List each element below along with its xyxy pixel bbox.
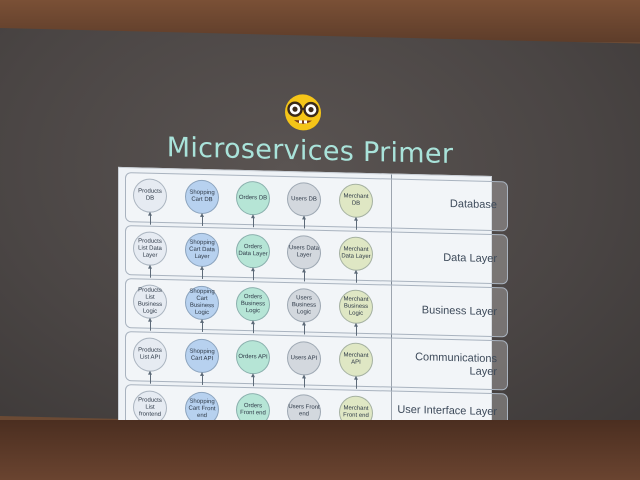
node-shopping-cart-db: Shopping Cart DB <box>185 179 219 215</box>
arrow-up <box>150 214 151 225</box>
node-merchant-api: Merchant API <box>339 342 373 378</box>
node-orders-db: Orders DB <box>236 180 270 216</box>
layer-label-database: Database <box>449 197 497 212</box>
architecture-diagram: Database Data Layer Business Layer Commu… <box>118 166 508 451</box>
slide-title: Microservices Primer <box>166 132 454 171</box>
arrow-up <box>304 271 305 282</box>
arrow-up <box>202 215 203 226</box>
arrow-up <box>356 219 357 230</box>
arrow-up <box>356 378 357 389</box>
node-merchant-business-logic: Merchant Business Logic <box>339 289 373 325</box>
layer-label-user-interface: User Interface Layer <box>397 403 497 419</box>
node-users-data-layer: Users Data Layer <box>287 235 321 270</box>
node-products-data-layer: Products List Data Layer <box>133 231 167 267</box>
arrow-up <box>304 324 305 335</box>
arrow-up <box>253 376 254 387</box>
node-orders-business-logic: Orders Business Logic <box>236 286 270 322</box>
layer-label-communications: Communications Layer <box>415 351 497 379</box>
node-orders-api: Orders API <box>236 339 270 375</box>
arrow-up <box>202 268 203 279</box>
wall-bottom <box>0 420 640 480</box>
node-orders-data-layer: Orders Data Layer <box>236 233 270 269</box>
nerd-face-icon <box>285 94 321 131</box>
node-users-api: Users API <box>287 341 321 376</box>
node-shopping-cart-business-logic: Shopping Cart Business Logic <box>185 285 219 321</box>
node-merchant-data-layer: Merchant Data Layer <box>339 236 373 272</box>
arrow-up <box>304 218 305 229</box>
arrow-up <box>304 377 305 388</box>
node-shopping-cart-data-layer: Shopping Cart Data Layer <box>185 232 219 268</box>
arrow-up <box>202 374 203 385</box>
arrow-up <box>253 323 254 334</box>
arrow-up <box>253 217 254 228</box>
arrow-up <box>253 270 254 281</box>
arrow-up <box>150 320 151 331</box>
node-products-db: Products DB <box>133 178 167 214</box>
arrow-up <box>150 373 151 384</box>
node-users-business-logic: Users Business Logic <box>287 288 321 323</box>
node-products-business-logic: Products List Business Logic <box>133 284 167 320</box>
arrow-up <box>356 272 357 283</box>
layer-label-business: Business Layer <box>421 304 497 319</box>
arrow-up <box>150 267 151 278</box>
node-products-api: Products List API <box>133 337 167 373</box>
layer-label-data: Data Layer <box>443 251 497 266</box>
arrow-up <box>356 325 357 336</box>
node-users-db: Users DB <box>287 182 321 217</box>
projection-screen: Microservices Primer Database Data Layer… <box>0 28 640 451</box>
node-merchant-db: Merchant DB <box>339 183 373 219</box>
arrow-up <box>202 321 203 332</box>
node-shopping-cart-api: Shopping Cart API <box>185 338 219 374</box>
